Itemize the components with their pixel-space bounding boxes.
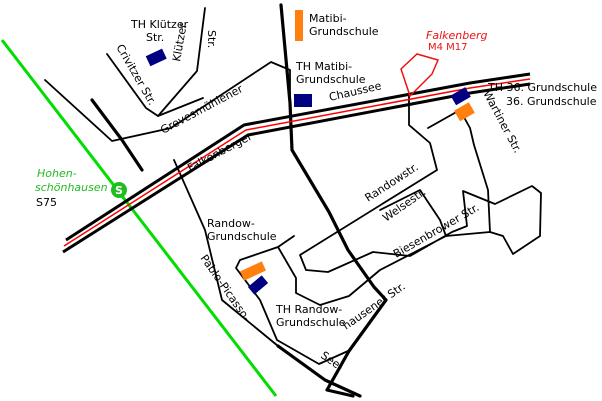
label-th-matibi: TH Matibi- Grundschule <box>295 60 366 86</box>
label-klutzer-str-suffix: Str. <box>205 30 218 48</box>
label-th-klutzer: TH Klützer Str. <box>130 18 192 44</box>
label-hohenschonhausen: Hohen- schönhausen <box>35 167 108 194</box>
th-klutzer-icon[interactable] <box>145 48 167 67</box>
school-markers <box>240 10 475 281</box>
street-biesenbrower <box>379 189 447 237</box>
street-seehausener <box>276 344 362 398</box>
label-tram-lines: M4 M17 <box>428 42 468 53</box>
street-north-branch <box>90 98 144 172</box>
th-matibi-icon[interactable] <box>294 94 312 107</box>
street-randow-block <box>235 246 349 365</box>
label-randow-school: Randow- Grundschule <box>207 217 277 243</box>
station-symbol: S <box>115 184 123 197</box>
label-gs-36: 36. Grundschule <box>506 95 597 108</box>
school-36-icon[interactable] <box>454 102 475 122</box>
label-falkenberger: Falkenberger <box>185 130 254 175</box>
matibi-school-icon[interactable] <box>295 10 303 41</box>
street-pablo-picasso <box>173 159 279 347</box>
gym-markers <box>145 48 471 295</box>
label-gravesmuhlener: Grevesmühlener <box>158 82 245 137</box>
label-falkenberg: Falkenberg <box>426 29 488 42</box>
label-th-36: TH 36. Grundschule <box>487 81 597 94</box>
label-see: See- <box>318 349 346 374</box>
street-randowstr <box>277 95 542 306</box>
th-36-icon[interactable] <box>450 87 471 106</box>
station-hohenschonhausen-icon[interactable]: S <box>111 182 127 198</box>
sbahn-line <box>0 39 278 397</box>
main-road-falkenberger-chaussee <box>62 72 531 254</box>
label-sbahn-line: S75 <box>36 196 57 209</box>
street-welsestr <box>427 109 491 233</box>
th-randow-icon[interactable] <box>247 275 269 295</box>
street-klutzer <box>157 7 206 117</box>
randow-school-icon[interactable] <box>240 261 266 281</box>
tram-stop-falkenberg-icon[interactable] <box>400 53 440 98</box>
label-matibi-school: Matibi- Grundschule <box>309 12 379 38</box>
street-network <box>44 7 542 365</box>
street-gravesmuhlener <box>44 61 291 142</box>
label-crivitzer: Crivitzer Str. <box>113 42 158 107</box>
label-pablo-picasso: Pablo-Picasso- <box>198 252 254 324</box>
street-crivitzer <box>106 53 204 117</box>
label-th-randow: TH Randow- Grundschule <box>275 303 346 329</box>
